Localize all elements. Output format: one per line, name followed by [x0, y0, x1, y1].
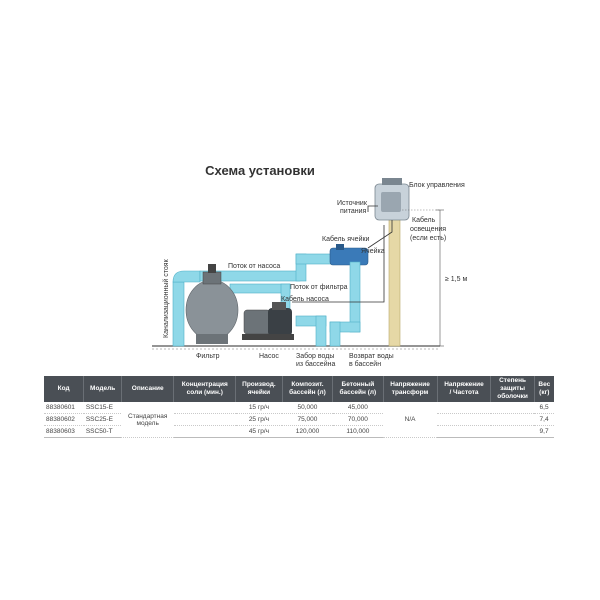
- cell-protection: [490, 402, 535, 414]
- pump-motor: [243, 309, 271, 335]
- label-height: ≥ 1,5 м: [445, 276, 467, 283]
- installation-diagram: Блок управления Источник питания Кабель …: [152, 178, 467, 368]
- label-cell: Ячейка: [361, 247, 385, 255]
- label-return-2: в бассейн: [349, 360, 381, 368]
- cell-body: [329, 247, 369, 266]
- cell-salt: [173, 425, 236, 438]
- cell-weight: 9,7: [534, 425, 554, 438]
- filter-valve-handle: [208, 264, 216, 273]
- table-row: 88380603 SSC50-T 45 гр/ч 120,000 110,000…: [44, 425, 554, 438]
- header-composite: Композит.бассейн (л): [282, 376, 334, 402]
- cell-model: SSC15-E: [83, 402, 122, 414]
- cell-protection: [490, 425, 535, 438]
- pump-housing: [268, 308, 292, 336]
- cell-output: 25 гр/ч: [235, 413, 283, 426]
- cell-composite: 50,000: [282, 402, 333, 414]
- cell-model: SSC50-T: [83, 425, 122, 438]
- label-intake-2: из бассейна: [296, 360, 335, 368]
- header-model: Модель: [83, 376, 122, 402]
- power-cable: [367, 205, 378, 212]
- pump-basket: [272, 302, 286, 310]
- drain-elbow: [172, 270, 201, 283]
- cell-transformer: N/A: [383, 402, 438, 438]
- label-filter: Фильтр: [196, 353, 220, 360]
- filter-base: [196, 334, 228, 344]
- cell-weight: 7,4: [534, 413, 554, 426]
- cell-composite: 120,000: [282, 425, 333, 438]
- label-power-source-1: Источник: [337, 200, 368, 207]
- cell-concrete: 70,000: [332, 413, 384, 426]
- mounting-post: [388, 211, 401, 347]
- cell-protection: [490, 413, 535, 426]
- cell-code: 88380603: [44, 425, 84, 438]
- cell-code: 88380601: [44, 402, 84, 414]
- label-power-source-2: питания: [340, 208, 366, 215]
- cell-voltage: [437, 402, 491, 414]
- control-block-panel: [381, 192, 401, 212]
- filter-tank: [185, 279, 239, 341]
- header-weight: Вес(кг): [534, 376, 554, 402]
- filter-valve: [202, 271, 222, 285]
- label-flow-from-pump: Поток от насоса: [228, 263, 280, 270]
- cell-salt: [173, 413, 236, 426]
- label-return-1: Возврат воды: [349, 353, 394, 360]
- cell-weight: 6,5: [534, 402, 554, 414]
- cell-salt: [173, 402, 236, 414]
- label-flow-from-filter: Поток от фильтра: [290, 284, 348, 291]
- label-light-cable-1: Кабель: [412, 216, 436, 224]
- pipe-return-down: [329, 321, 341, 347]
- cell-cap: [336, 244, 344, 250]
- label-control-block: Блок управления: [409, 182, 465, 189]
- drain-riser-pipe: [172, 281, 185, 347]
- label-pump: Насос: [259, 353, 279, 360]
- header-code: Код: [44, 376, 85, 402]
- pump-base: [242, 334, 294, 340]
- cell-voltage: [437, 413, 491, 426]
- label-cell-cable: Кабель ячейки: [322, 235, 370, 243]
- label-light-cable-2: освещения: [410, 226, 446, 233]
- cell-concrete: 110,000: [332, 425, 384, 438]
- header-voltage-frequency: Напряжение/ Частота: [437, 376, 492, 402]
- label-intake-1: Забор воды: [296, 352, 334, 360]
- label-drain-riser: Канализационный стояк: [162, 258, 170, 338]
- cell-voltage: [437, 425, 491, 438]
- header-description: Описание: [121, 376, 175, 402]
- cell-cable: [367, 220, 393, 249]
- cell-code: 88380602: [44, 413, 84, 426]
- page-title: Схема установки: [205, 163, 315, 178]
- cell-output: 45 гр/ч: [235, 425, 283, 438]
- table-row: 88380602 SSC25-E 25 гр/ч 75,000 70,000 7…: [44, 413, 554, 426]
- pipe-return-riser: [349, 261, 361, 333]
- cell-concrete: 45,000: [332, 402, 384, 414]
- cell-composite: 75,000: [282, 413, 333, 426]
- label-pump-cable: Кабель насоса: [281, 295, 329, 303]
- header-cell: Производ.ячейки: [235, 376, 283, 402]
- control-block-top: [382, 178, 402, 185]
- cell-output: 15 гр/ч: [235, 402, 283, 414]
- pump-cable: [292, 225, 385, 303]
- label-light-cable-3: (если есть): [410, 235, 446, 242]
- pipe-intake-down: [315, 315, 327, 347]
- cell-model: SSC25-E: [83, 413, 122, 426]
